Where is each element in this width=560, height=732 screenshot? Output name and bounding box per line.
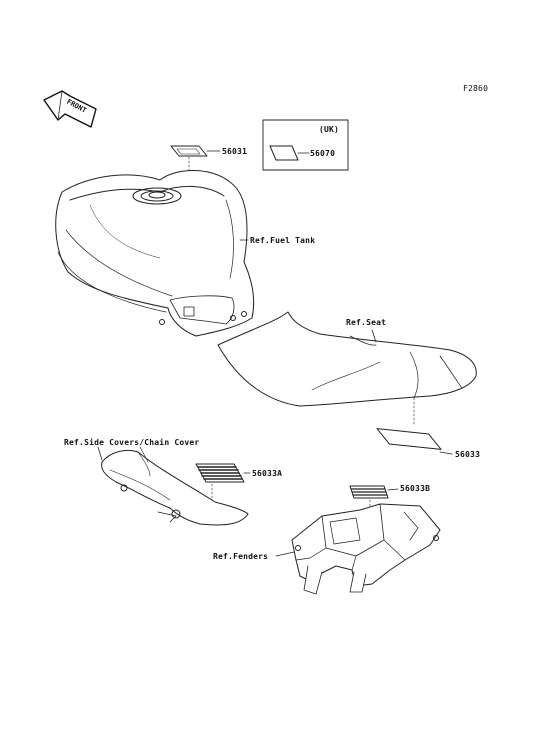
decal-56033a <box>195 463 251 501</box>
part-number-56033b: 56033B <box>400 484 431 493</box>
ref-fenders-label: Ref.Fenders <box>213 552 269 561</box>
ref-seat-label: Ref.Seat <box>346 318 387 327</box>
side-cover <box>101 446 249 526</box>
figure-code: F2860 <box>463 84 489 93</box>
part-number-56033: 56033 <box>455 450 481 459</box>
part-number-56033a: 56033A <box>252 469 283 478</box>
decal-56070 <box>269 145 310 161</box>
leader-side-covers <box>97 446 103 461</box>
seat <box>217 311 477 427</box>
decal-56033b <box>349 485 399 517</box>
ref-fuel-tank-label: Ref.Fuel Tank <box>250 236 316 245</box>
part-number-56070: 56070 <box>310 149 336 158</box>
uk-box <box>262 119 349 171</box>
part-number-56031: 56031 <box>222 147 248 156</box>
front-arrow-icon: FRONT <box>43 90 97 128</box>
fuel-tank <box>55 170 255 337</box>
leader-seat <box>371 329 377 343</box>
uk-label: (UK) <box>319 125 340 134</box>
ref-side-covers-label: Ref.Side Covers/Chain Cover <box>64 438 200 447</box>
decal-56033 <box>376 428 453 455</box>
rear-fender <box>275 503 441 595</box>
